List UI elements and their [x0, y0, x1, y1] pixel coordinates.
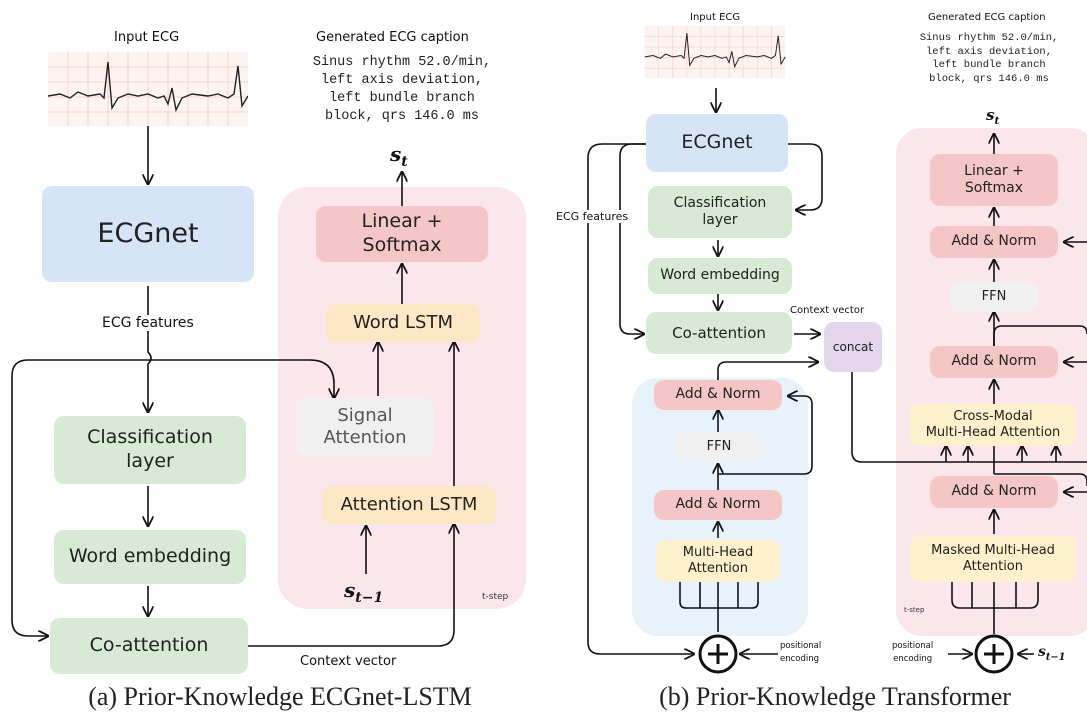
- t-step-label-b: t-step: [904, 606, 925, 614]
- decoder-add-norm-2: Add & Norm: [930, 346, 1058, 378]
- attention-lstm-box-a: Attention LSTM: [322, 486, 496, 524]
- arrow-b-mha-extra: [699, 582, 739, 608]
- decoder-masked-attention: Masked Multi-Head Attention: [910, 536, 1076, 582]
- decoder-add-norm-3: Add & Norm: [930, 476, 1058, 508]
- decoder-ffn: FFN: [950, 282, 1038, 312]
- context-vector-label-b: Context vector: [790, 305, 865, 316]
- s-t-label-a: st: [390, 142, 408, 170]
- encoder-add-norm-bottom: Add & Norm: [654, 490, 782, 520]
- classification-layer-box-b: Classification layer: [648, 186, 792, 238]
- co-attention-box-a: Co-attention: [50, 618, 248, 674]
- decoder-cross-modal-attention: Cross-Modal Multi-Head Attention: [910, 404, 1076, 446]
- arrow-b-masked-branches: [951, 582, 1039, 609]
- input-ecg-label-b: Input ECG: [690, 12, 741, 23]
- word-embedding-box-b: Word embedding: [648, 258, 792, 294]
- signal-attention-box-a: Signal Attention: [296, 398, 434, 456]
- input-ecg-image-a: [48, 52, 248, 126]
- ecg-features-label-b: ECG features: [556, 210, 629, 223]
- encoder-multi-head-attention: Multi-Head Attention: [656, 540, 780, 582]
- arrow-a-context-to-attlstm: [248, 524, 454, 647]
- s-t-label-b: st: [986, 106, 1000, 127]
- arrow-b-ecgnet-right-to-class: [788, 143, 823, 210]
- figure-caption-a: (a) Prior-Knowledge ECGnet-LSTM: [88, 682, 472, 711]
- caption-title-b: Generated ECG caption: [928, 12, 1046, 23]
- arrow-b-enc-residual: [718, 396, 813, 475]
- arrow-a-ecgnet-to-classification: [148, 286, 151, 412]
- positional-sum-decoder: [974, 634, 1014, 674]
- decoder-linear-softmax: Linear + Softmax: [930, 154, 1058, 206]
- arrow-a-features-to-signal: [148, 359, 334, 398]
- word-lstm-box-a: Word LSTM: [326, 304, 480, 342]
- arrow-a-loop-features: [11, 359, 148, 636]
- decoder-add-norm-1: Add & Norm: [930, 226, 1058, 258]
- caption-text-b: Sinus rhythm 52.0/min, left axis deviati…: [919, 32, 1059, 85]
- concat-box-b: concat: [824, 322, 882, 372]
- caption-title-a: Generated ECG caption: [316, 30, 469, 45]
- context-vector-label-a: Context vector: [300, 654, 397, 669]
- linear-softmax-box-a: Linear + Softmax: [316, 206, 488, 262]
- ecgnet-box-a: ECGnet: [42, 186, 254, 282]
- input-ecg-label-a: Input ECG: [114, 30, 180, 45]
- co-attention-box-b: Co-attention: [646, 312, 792, 354]
- classification-layer-box-a: Classification layer: [54, 416, 246, 484]
- figure-caption-b: (b) Prior-Knowledge Transformer: [659, 682, 1011, 711]
- encoder-add-norm-top: Add & Norm: [654, 380, 782, 410]
- input-ecg-image-b: [644, 26, 786, 78]
- arrow-b-encoder-to-concat: [717, 362, 818, 380]
- positional-sum-encoder: [698, 634, 738, 674]
- positional-encoding-label-enc: positional encoding: [780, 641, 822, 664]
- ecg-features-label-a: ECG features: [100, 315, 196, 331]
- s-prev-label-b: st−1: [1038, 644, 1066, 663]
- positional-encoding-label-dec: positional encoding: [892, 641, 934, 664]
- arrow-b-ecgnet-to-plus: [587, 143, 694, 654]
- ecgnet-box-b: ECGnet: [646, 114, 788, 172]
- s-prev-label-a: st−1: [344, 578, 384, 606]
- arrow-b-concat-to-cross: [851, 372, 1087, 463]
- word-embedding-box-a: Word embedding: [54, 530, 246, 584]
- encoder-ffn: FFN: [676, 432, 762, 462]
- arrow-b-mha-branches: [679, 582, 759, 609]
- arrow-b-ecgnet-to-coatt: [619, 143, 648, 334]
- t-step-label-a: t-step: [482, 592, 509, 602]
- caption-text-a: Sinus rhythm 52.0/min, left axis deviati…: [312, 55, 492, 124]
